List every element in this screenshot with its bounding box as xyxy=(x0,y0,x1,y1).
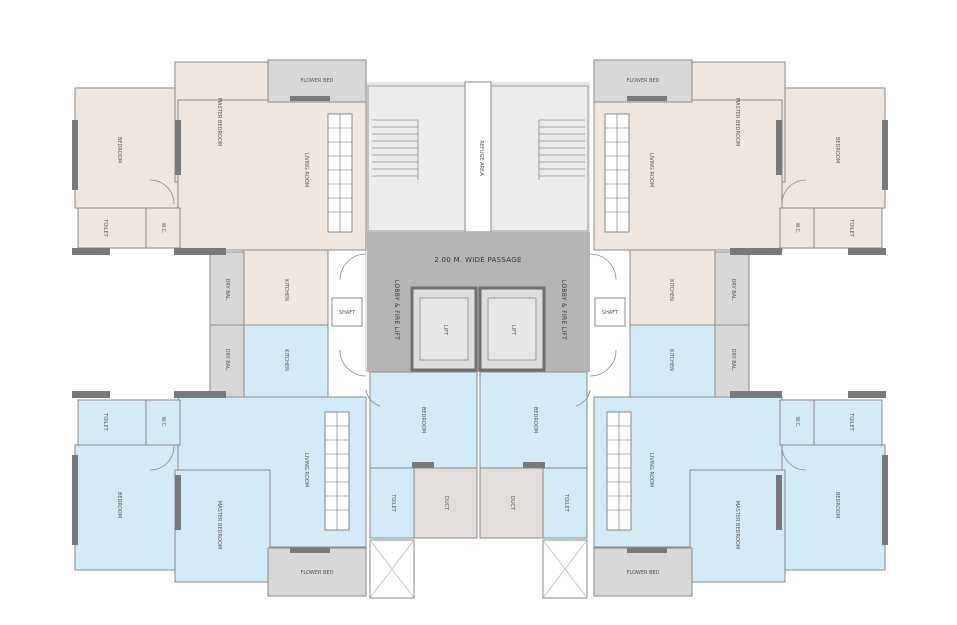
lift-left-label: LIFT xyxy=(442,325,448,336)
bl-wc-label: W.C. xyxy=(160,416,166,427)
br-living-label: LIVING ROOM xyxy=(648,453,654,487)
flat-tr-flower xyxy=(593,59,693,103)
flat-br-mbedroom xyxy=(689,469,786,583)
flat-tr-wc xyxy=(779,207,815,249)
flat-bl-kitchen xyxy=(242,324,329,398)
refuge-area xyxy=(464,81,492,233)
shaft-right-label: SHAFT xyxy=(602,310,619,316)
tl-living-label: LIVING ROOM xyxy=(303,153,309,187)
refuge-label: REFUGE AREA xyxy=(478,140,484,176)
flat-bl-flower xyxy=(267,547,367,597)
shaft-right xyxy=(594,297,626,327)
flat-tr-bedroom xyxy=(781,87,886,209)
bl-mbedroom-label: MASTER BEDROOM xyxy=(216,501,222,549)
tr-bedroom-label: BEDROOM xyxy=(834,137,840,163)
tl-dry-label: DRY BAL. xyxy=(224,279,230,302)
bc-left-duct-label: DUCT xyxy=(443,496,449,511)
tl-mbedroom-label: MASTER BEDROOM xyxy=(216,98,222,146)
br-dry-label: DRY BAL. xyxy=(730,349,736,372)
flat-bc-right-toilet xyxy=(542,467,588,539)
flat-bottom-right xyxy=(593,324,886,597)
bc-right-bedroom-label: BEDROOM xyxy=(532,407,538,433)
flat-br-kitchen xyxy=(629,324,716,398)
flat-tl-bedroom xyxy=(74,87,179,209)
tr-toilet-label: TOILET xyxy=(848,218,854,237)
br-toilet-label: TOILET xyxy=(848,412,854,431)
staircase-left xyxy=(367,85,466,232)
br-bedroom-label: BEDROOM xyxy=(834,492,840,518)
flat-br-bedroom xyxy=(781,444,886,571)
flat-bc-left-toilet xyxy=(369,467,415,539)
lobby-label-left: LOBBY & FIRE LIFT xyxy=(393,280,400,340)
tr-dry-label: DRY BAL. xyxy=(730,279,736,302)
staircase-right xyxy=(490,85,589,232)
flat-bl-bedroom xyxy=(74,444,179,571)
flat-tl-flower xyxy=(267,59,367,103)
tr-living-label: LIVING ROOM xyxy=(648,153,654,187)
flat-bc-left-duct xyxy=(413,467,478,539)
lobby-label-right: LOBBY & FIRE LIFT xyxy=(560,280,567,340)
flat-tr-dry xyxy=(714,251,750,326)
br-mbedroom-label: MASTER BEDROOM xyxy=(734,501,740,549)
flat-br-flower xyxy=(593,547,693,597)
passage-label: 2.00 M. WIDE PASSAGE xyxy=(434,256,521,264)
flat-bc-right-duct xyxy=(479,467,544,539)
central-core: REFUGE AREA 2.00 M. WIDE PASSAGE LOBBY &… xyxy=(365,81,590,372)
stair-treads xyxy=(372,119,585,180)
flat-tl-dry xyxy=(209,251,245,326)
tr-wc-label: W.C. xyxy=(794,222,800,233)
flat-tr-toilet xyxy=(813,207,883,249)
room-labels: BEDROOM MASTER BEDROOM LIVING ROOM KITCH… xyxy=(102,78,854,576)
bc-right-toilet-label: TOILET xyxy=(563,493,569,512)
tr-mbedroom-label: MASTER BEDROOM xyxy=(734,98,740,146)
bl-flower-label: FLOWER BED xyxy=(300,570,333,576)
tl-wc-label: W.C. xyxy=(160,222,166,233)
wardrobe-lines xyxy=(325,114,631,530)
bc-left-toilet-label: TOILET xyxy=(390,493,396,512)
bl-bedroom-label: BEDROOM xyxy=(116,492,122,518)
flat-bottom-left xyxy=(74,324,367,597)
shaft-left xyxy=(331,297,363,327)
tl-kitchen-label: KITCHEN xyxy=(283,279,289,301)
shaft-left-label: SHAFT xyxy=(339,310,356,316)
walls xyxy=(72,96,888,553)
br-flower-label: FLOWER BED xyxy=(626,570,659,576)
bc-right-duct-label: DUCT xyxy=(509,496,515,511)
bl-living-label: LIVING ROOM xyxy=(303,453,309,487)
lift-left-car xyxy=(419,297,469,361)
bl-dry-label: DRY BAL. xyxy=(224,349,230,372)
door-swings xyxy=(149,179,807,471)
flat-bl-toilet xyxy=(77,399,147,446)
flat-bc-right-bedroom xyxy=(479,371,588,469)
flat-br-dry xyxy=(714,324,750,398)
lift-right-car xyxy=(487,297,537,361)
tl-flower-label: FLOWER BED xyxy=(300,78,333,84)
lift-right-label: LIFT xyxy=(510,325,516,336)
tr-kitchen-label: KITCHEN xyxy=(668,279,674,301)
flat-br-toilet xyxy=(813,399,883,446)
bc-left-bedroom-label: BEDROOM xyxy=(420,407,426,433)
bl-toilet-label: TOILET xyxy=(102,412,108,431)
flats-bottom-center xyxy=(369,371,588,599)
tl-bedroom-label: BEDROOM xyxy=(116,137,122,163)
flat-bl-dry xyxy=(209,324,245,398)
br-wc-label: W.C. xyxy=(794,416,800,427)
flat-tl-toilet xyxy=(77,207,147,249)
tr-flower-label: FLOWER BED xyxy=(626,78,659,84)
flat-tl-wc xyxy=(145,207,181,249)
flat-bl-mbedroom xyxy=(174,469,271,583)
bl-kitchen-label: KITCHEN xyxy=(283,349,289,371)
tl-toilet-label: TOILET xyxy=(102,218,108,237)
br-kitchen-label: KITCHEN xyxy=(668,349,674,371)
